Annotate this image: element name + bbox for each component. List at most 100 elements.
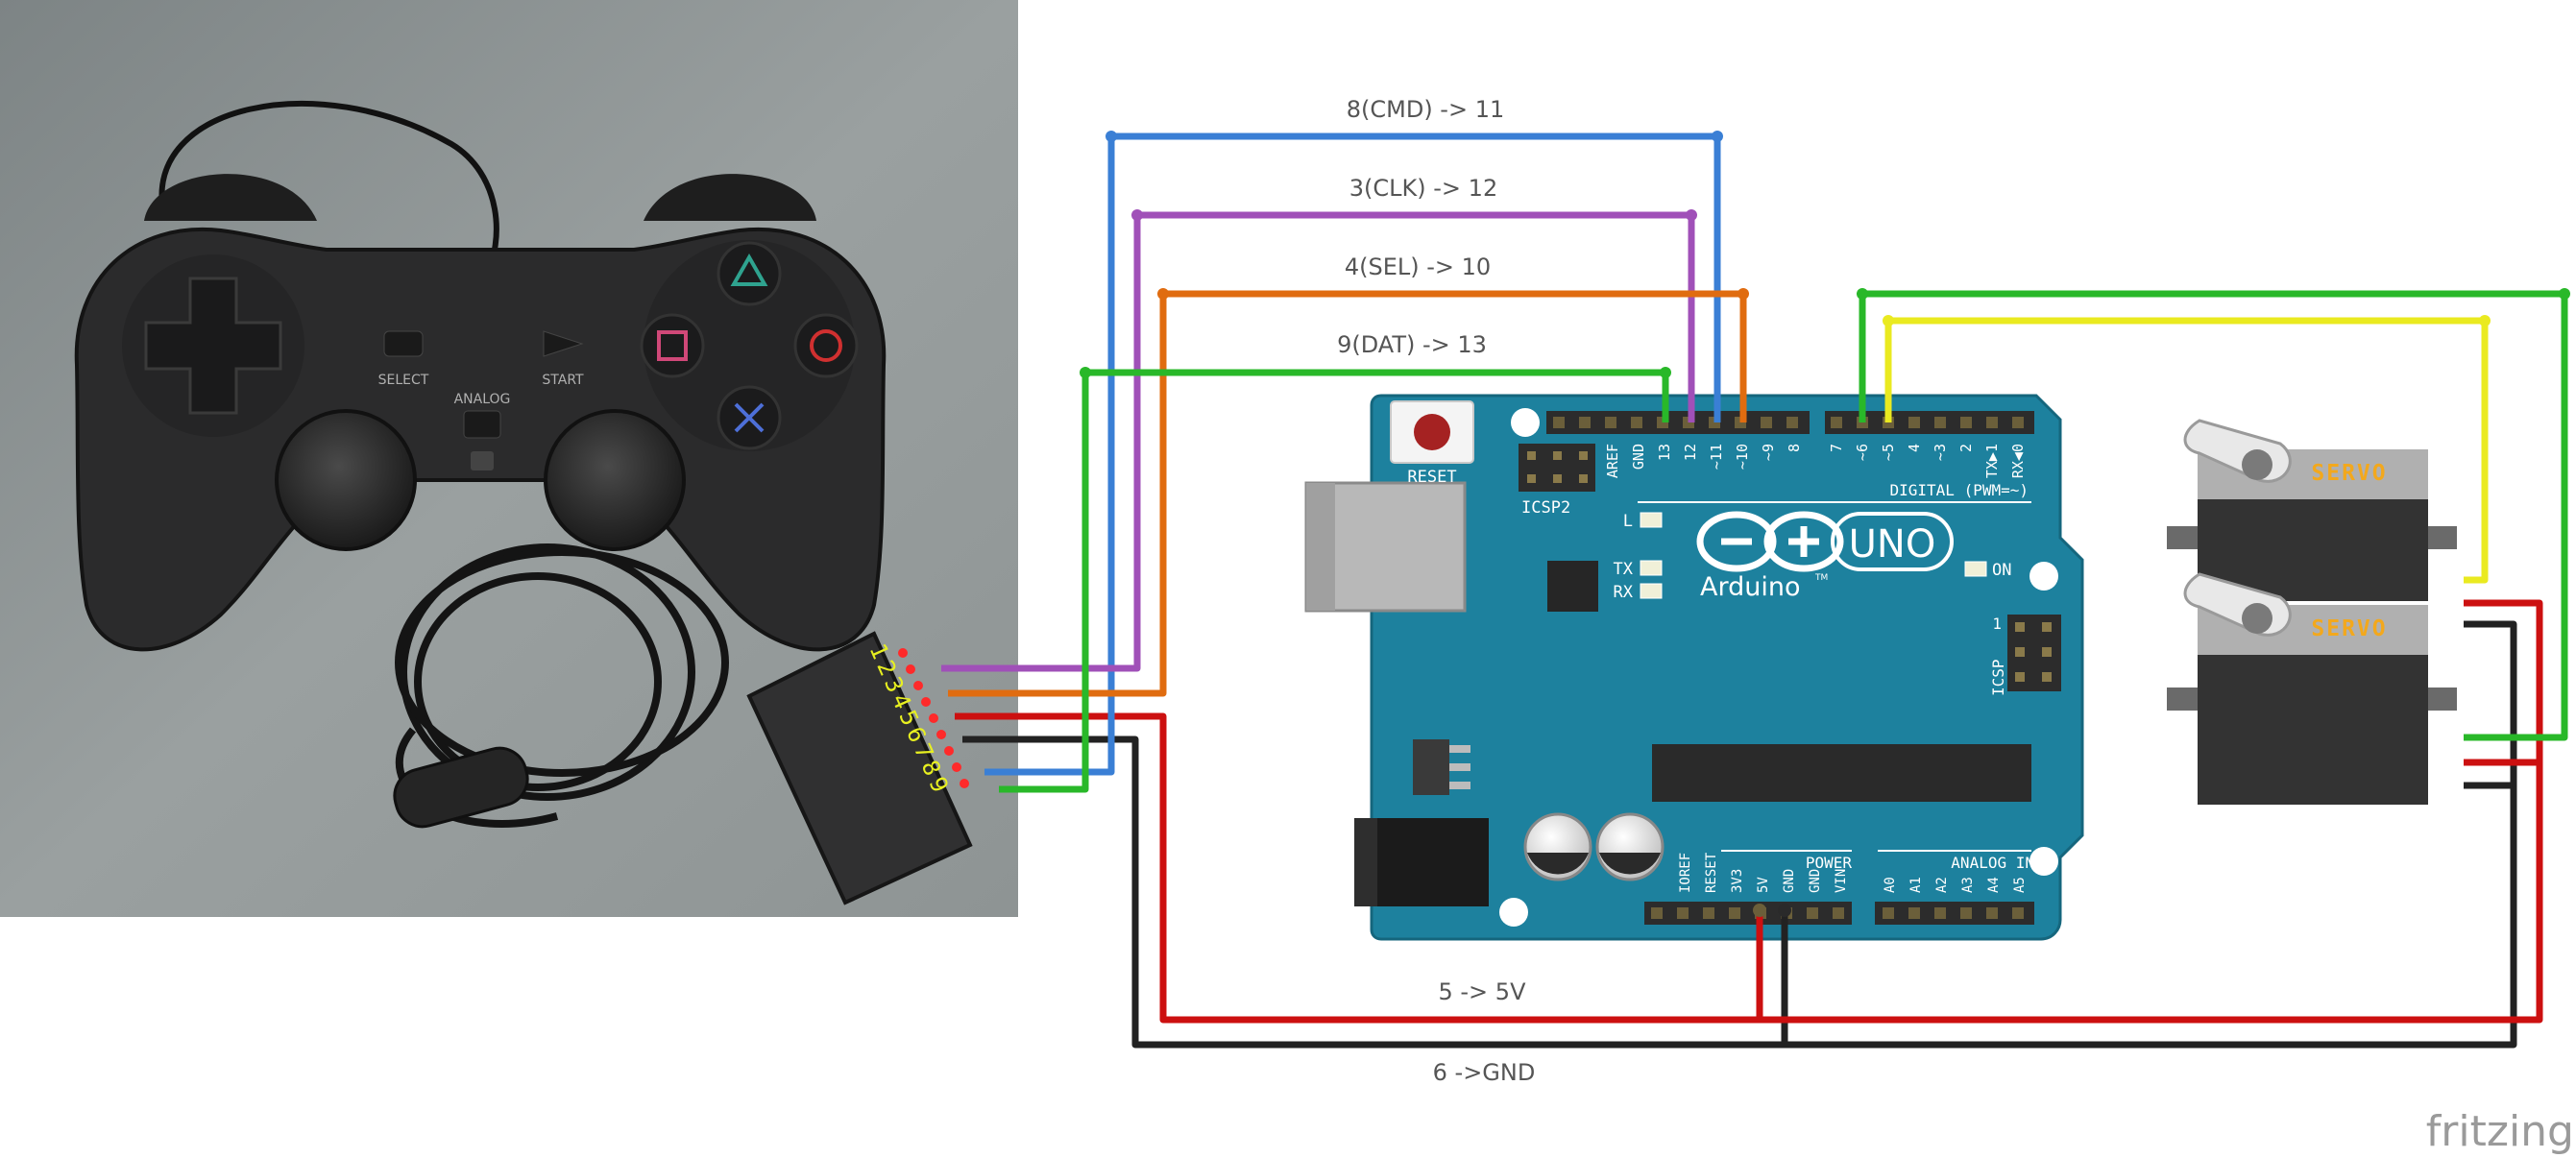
svg-text:7: 7	[1828, 444, 1845, 452]
controller-photo: SELECT START ANALOG 1 2 3 4 5 6 7 8 9	[0, 0, 1018, 917]
svg-text:TX▶1: TX▶1	[1983, 444, 2001, 478]
wire-vcc-servo	[1760, 599, 2543, 1024]
svg-text:RESET: RESET	[1704, 852, 1719, 893]
mount-hole	[2029, 847, 2058, 876]
svg-text:SERVO: SERVO	[2311, 461, 2387, 486]
atmega-chip	[1652, 744, 2031, 802]
svg-text:GND: GND	[1808, 869, 1823, 893]
wire-gnd	[962, 736, 1788, 1049]
rx-led-label: RX	[1614, 583, 1634, 602]
analog-label: ANALOG	[454, 392, 511, 407]
svg-text:5V: 5V	[1756, 877, 1771, 893]
mount-hole	[1511, 408, 1540, 437]
select-label: SELECT	[378, 373, 429, 388]
coiled-cable	[395, 543, 729, 828]
analog-header	[1875, 902, 2034, 925]
wire-label-cmd: 8(CMD) -> 11	[1347, 96, 1505, 123]
power-label: POWER	[1806, 854, 1853, 872]
dpad-icon	[122, 254, 304, 437]
select-button	[383, 330, 424, 357]
svg-text:RX◀0: RX◀0	[2009, 444, 2027, 478]
svg-text:GND: GND	[1782, 869, 1797, 893]
svg-text:12: 12	[1682, 444, 1699, 461]
ferrite-bead	[393, 746, 529, 829]
svg-text:ICSP2: ICSP2	[1521, 498, 1570, 518]
svg-text:3V3: 3V3	[1730, 869, 1745, 893]
svg-text:SERVO: SERVO	[2311, 616, 2387, 641]
analog-pin-labels: A0 A1 A2 A3 A4 A5	[1883, 877, 2028, 893]
face-buttons	[640, 240, 859, 451]
svg-text:A2: A2	[1934, 877, 1950, 893]
svg-text:GND: GND	[1630, 444, 1647, 470]
svg-text:~11: ~11	[1708, 444, 1725, 470]
start-label: START	[542, 373, 584, 388]
start-button	[543, 330, 584, 357]
rx-led	[1640, 583, 1663, 599]
wire-label-clk: 3(CLK) -> 12	[1349, 175, 1497, 202]
svg-text:~10: ~10	[1734, 444, 1751, 470]
power-pin-labels: IOREF RESET 3V3 5V GND GND VIN	[1678, 852, 1849, 893]
svg-text:IOREF: IOREF	[1678, 853, 1693, 893]
left-shoulder	[144, 174, 317, 221]
arduino-tm: TM	[1814, 573, 1828, 583]
servo-motor-1: SERVO	[2167, 419, 2457, 601]
svg-text:~6: ~6	[1854, 444, 1871, 461]
tx-led	[1640, 560, 1663, 576]
servo-motor-2: SERVO	[2167, 572, 2457, 805]
digital-label: DIGITAL (PWM=~)	[1890, 481, 2029, 499]
svg-text:AREF: AREF	[1604, 444, 1621, 478]
digital-header-2	[1825, 411, 2034, 434]
arduino-wordmark: Arduino	[1700, 572, 1800, 602]
usb-chip	[1547, 561, 1598, 612]
right-shoulder	[644, 174, 816, 221]
left-stick	[275, 409, 417, 551]
board-outline	[1370, 394, 2084, 941]
square-button-icon	[640, 313, 705, 378]
svg-text:4: 4	[1906, 444, 1923, 452]
triangle-button-icon	[717, 241, 782, 306]
analog-header-pins	[1883, 907, 2024, 919]
uno-badge	[1831, 512, 1954, 571]
icsp-header: 1 ICSP	[1989, 615, 2061, 696]
svg-text:ICSP: ICSP	[1989, 659, 2007, 696]
svg-text:VIN: VIN	[1834, 869, 1849, 893]
wire-label-dat: 9(DAT) -> 13	[1337, 331, 1487, 358]
icsp2-header: ICSP2	[1519, 444, 1595, 518]
svg-text:~9: ~9	[1760, 444, 1777, 461]
controller-cable	[158, 100, 499, 290]
connector-pin-dots	[898, 648, 969, 788]
wire-label-sel: 4(SEL) -> 10	[1345, 253, 1491, 280]
wire-label-gnd: 6 ->GND	[1433, 1059, 1536, 1086]
wire-vcc	[955, 712, 1763, 1024]
reset-label: RESET	[1407, 468, 1456, 487]
svg-text:~3: ~3	[1932, 444, 1949, 461]
circle-button-icon	[793, 313, 859, 378]
analog-led	[471, 451, 494, 470]
wire-gnd-servo	[1785, 620, 2517, 1049]
mount-hole	[1499, 898, 1528, 927]
svg-text:1: 1	[1992, 615, 2002, 633]
uno-label: UNO	[1849, 522, 1936, 567]
svg-text:13: 13	[1656, 444, 1673, 461]
on-led	[1964, 561, 1987, 577]
mount-hole	[2029, 562, 2058, 591]
controller-plug	[746, 631, 973, 905]
svg-text:A0: A0	[1883, 877, 1898, 893]
svg-text:A3: A3	[1960, 877, 1976, 893]
right-stick	[544, 409, 686, 551]
svg-text:A4: A4	[1986, 877, 2002, 893]
svg-text:8: 8	[1786, 444, 1803, 452]
svg-text:~5: ~5	[1880, 444, 1897, 461]
svg-text:2: 2	[1957, 444, 1975, 452]
on-led-label: ON	[1992, 561, 2011, 580]
l-led-label: L	[1623, 512, 1633, 531]
digital-pin-labels: AREF GND 13 12 ~11 ~10 ~9 8 7 ~6 ~5 4 ~3…	[1604, 444, 2027, 478]
digital-header-2-pins	[1831, 417, 2024, 428]
analog-button	[463, 410, 501, 439]
power-header	[1644, 902, 1852, 925]
arduino-logo-icon	[1696, 511, 1844, 572]
fritzing-logo: fritzing	[2426, 1107, 2574, 1156]
svg-text:A5: A5	[2012, 877, 2028, 893]
l-led	[1640, 512, 1663, 528]
